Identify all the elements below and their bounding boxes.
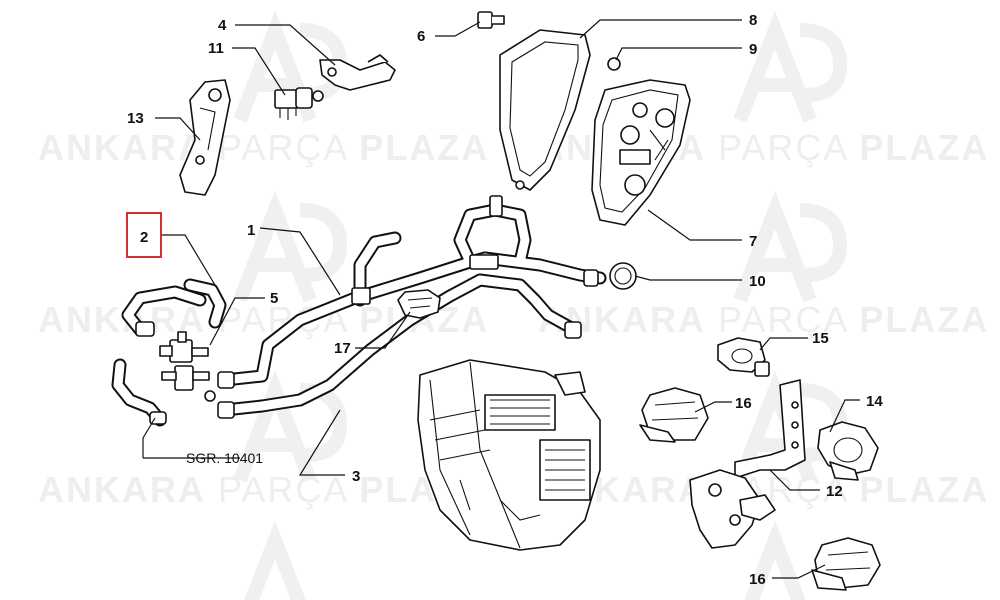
watermark-row: ANKARA PARÇA PLAZA bbox=[38, 299, 489, 340]
callout-9[interactable]: 9 bbox=[749, 41, 757, 58]
callout-16-lower[interactable]: 16 bbox=[749, 571, 766, 588]
callout-6[interactable]: 6 bbox=[417, 28, 425, 45]
hose-assembly bbox=[217, 195, 607, 419]
bracket-part-4 bbox=[319, 54, 396, 91]
watermark-row: ANKARA PARÇA PLAZA bbox=[38, 469, 489, 510]
callout-highlight-box bbox=[126, 212, 162, 258]
callout-3[interactable]: 3 bbox=[352, 468, 360, 485]
watermark-row: ANKARA PARÇA PLAZA bbox=[538, 299, 989, 340]
callout-5[interactable]: 5 bbox=[270, 290, 278, 307]
hose-sgr bbox=[111, 358, 167, 427]
reference-label: SGR. 10401 bbox=[186, 450, 263, 466]
callout-4[interactable]: 4 bbox=[218, 17, 227, 34]
clip-part-15 bbox=[717, 337, 770, 377]
callout-8[interactable]: 8 bbox=[749, 12, 757, 29]
bracket-part-13 bbox=[179, 79, 231, 196]
callout-17[interactable]: 17 bbox=[334, 340, 351, 357]
valve-part-5 bbox=[159, 331, 216, 402]
callout-10[interactable]: 10 bbox=[749, 273, 766, 290]
sensor-part-11 bbox=[274, 87, 324, 120]
callout-1[interactable]: 1 bbox=[247, 222, 255, 239]
callout-12[interactable]: 12 bbox=[826, 483, 843, 500]
screw-part-9 bbox=[607, 57, 621, 71]
clamp-part-10 bbox=[609, 262, 637, 290]
callout-13[interactable]: 13 bbox=[127, 110, 144, 127]
clip-part-14 bbox=[817, 421, 879, 481]
clip-part-17 bbox=[397, 289, 441, 319]
callout-2[interactable]: 2 bbox=[140, 229, 148, 246]
watermark-row: ANKARA PARÇA PLAZA bbox=[38, 127, 489, 168]
callout-11[interactable]: 11 bbox=[208, 40, 224, 57]
callout-7[interactable]: 7 bbox=[749, 233, 757, 250]
callout-labels: 1 2 3 4 5 6 7 8 9 10 11 12 13 14 15 16 1… bbox=[127, 12, 883, 588]
callout-15[interactable]: 15 bbox=[812, 330, 829, 347]
filter-part-7 bbox=[591, 79, 691, 226]
callout-14[interactable]: 14 bbox=[866, 393, 883, 410]
callout-16-upper[interactable]: 16 bbox=[735, 395, 752, 412]
leader-lines bbox=[142, 19, 860, 579]
bracket-part-12 bbox=[689, 379, 806, 549]
frame-part-8 bbox=[499, 29, 591, 191]
heater-box bbox=[417, 359, 601, 551]
hose-part-2 bbox=[121, 278, 227, 337]
screw-part-6 bbox=[477, 11, 505, 29]
clip-part-16-lower bbox=[811, 537, 881, 591]
clip-part-16-upper bbox=[639, 387, 709, 443]
